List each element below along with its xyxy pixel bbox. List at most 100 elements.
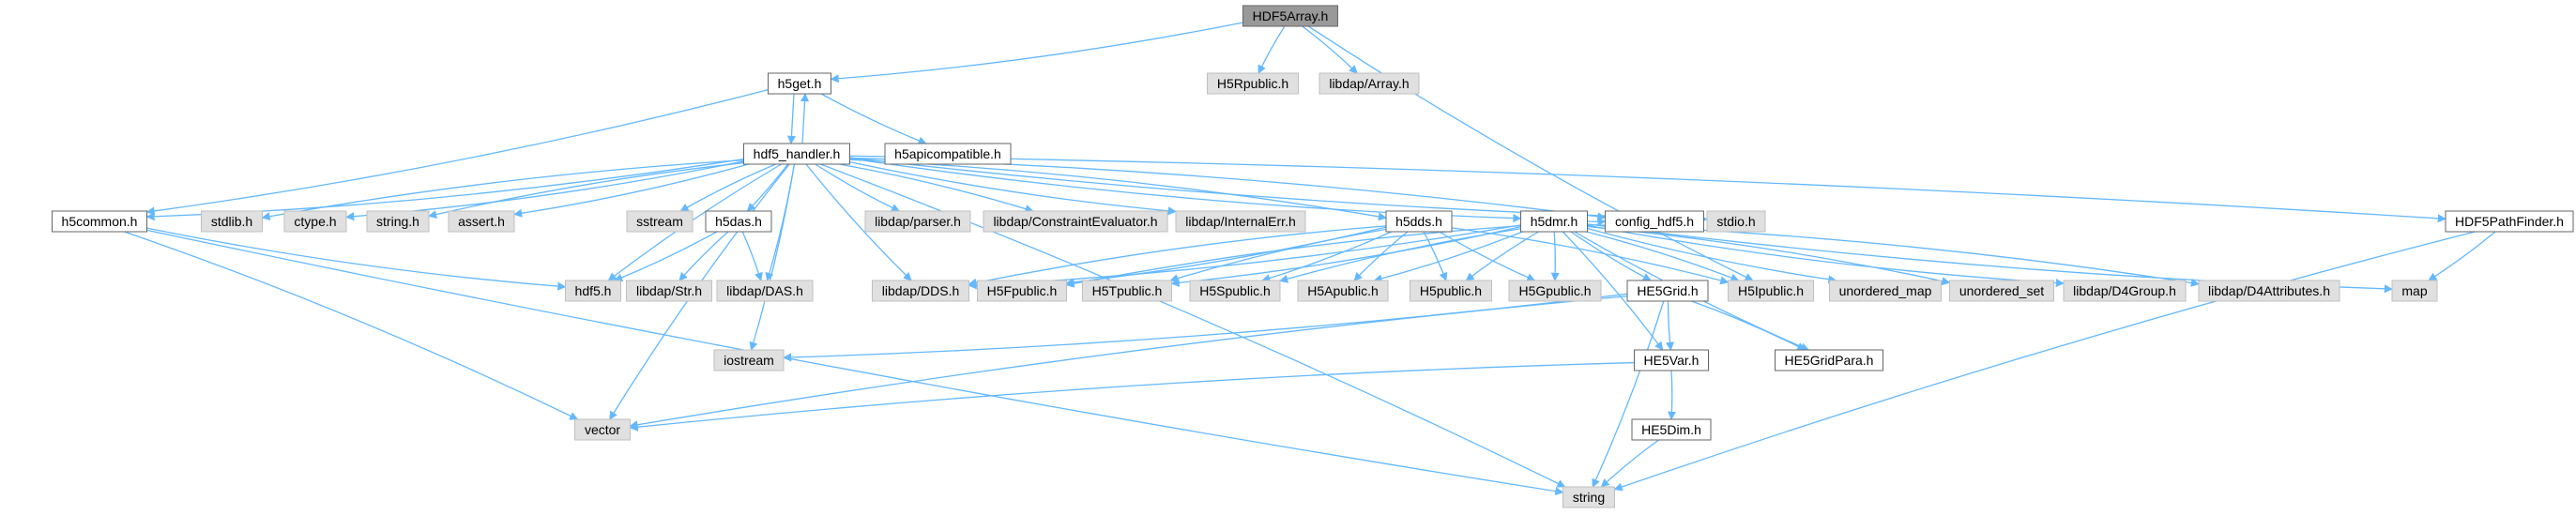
edge-he5grid-h-to-he5var-h	[1665, 300, 1674, 351]
node-box-h5spublic-h	[1189, 280, 1281, 302]
node-box-stdlib-h	[201, 210, 263, 233]
node-config-hdf5-h[interactable]: config_hdf5.h	[1605, 210, 1704, 233]
edge-h5common-h-to-string	[146, 229, 1564, 496]
node-label-hdf5-handler-h: hdf5_handler.h	[754, 146, 841, 161]
edge-hdf5-handler-h-to-h5das-h	[746, 163, 789, 212]
node-libdap-d4attributes-h: libdap/D4Attributes.h	[2198, 280, 2340, 302]
edge-hdf5-handler-h-to-h5dds-h	[849, 159, 1387, 221]
node-box-h5dds-h	[1385, 210, 1453, 233]
node-box-unordered-map	[1829, 280, 1942, 302]
node-label-hdf5pathfinder-h: HDF5PathFinder.h	[2455, 214, 2564, 229]
node-label-he5var-h: HE5Var.h	[1644, 353, 1700, 368]
node-box-h5tpublic-h	[1082, 280, 1172, 302]
node-vector: vector	[574, 418, 631, 441]
node-label-stdio-h: stdio.h	[1716, 214, 1755, 229]
node-label-assert-h: assert.h	[458, 214, 505, 229]
node-box-h5public-h	[1410, 280, 1492, 302]
edge-he5var-h-to-vector	[629, 361, 1635, 432]
edge-hdf5array-h-to-libdap-array-h	[1302, 25, 1358, 74]
node-unordered-map: unordered_map	[1829, 280, 1942, 302]
edge-he5dim-h-to-string	[1600, 439, 1659, 488]
edge-hdf5array-h-to-h5ipublic-h	[1307, 25, 1754, 281]
node-unordered-set: unordered_set	[1949, 280, 2054, 302]
node-label-libdap-d4group-h: libdap/D4Group.h	[2073, 283, 2176, 298]
node-libdap-parser-h: libdap/parser.h	[864, 210, 971, 233]
node-h5tpublic-h: H5Tpublic.h	[1082, 280, 1172, 302]
node-label-map: map	[2401, 283, 2427, 298]
edge-hdf5-handler-h-to-iostream	[749, 163, 796, 351]
edge-hdf5pathfinder-h-to-map	[2428, 231, 2496, 281]
node-box-sstream	[626, 210, 694, 233]
node-stdlib-h: stdlib.h	[201, 210, 263, 233]
node-h5das-h[interactable]: h5das.h	[705, 210, 772, 233]
node-h5spublic-h: H5Spublic.h	[1189, 280, 1281, 302]
node-box-hdf5pathfinder-h	[2445, 210, 2574, 233]
node-label-h5dmr-h: h5dmr.h	[1531, 214, 1578, 229]
node-box-he5dim-h	[1631, 418, 1712, 441]
node-label-he5gridpara-h: HE5GridPara.h	[1785, 353, 1874, 368]
node-label-h5fpublic-h: H5Fpublic.h	[987, 283, 1058, 298]
edge-h5dmr-h-to-h5spublic-h	[1279, 228, 1521, 283]
edge-h5common-h-to-vector	[124, 231, 579, 420]
edge-hdf5array-h-to-h5rpublic-h	[1258, 25, 1286, 74]
node-box-string	[1562, 486, 1615, 508]
edge-h5dmr-h-to-map	[1587, 223, 2393, 294]
node-box-h5dmr-h	[1520, 210, 1588, 233]
node-label-libdap-str-h: libdap/Str.h	[636, 283, 702, 298]
node-hdf5array-h[interactable]: HDF5Array.h	[1242, 5, 1338, 27]
node-string: string	[1562, 486, 1615, 508]
edge-h5das-h-to-hdf5-h	[614, 231, 718, 282]
node-h5gpublic-h: H5Gpublic.h	[1508, 280, 1602, 302]
node-box-vector	[574, 418, 631, 441]
node-label-string: string	[1573, 490, 1605, 505]
node-box-libdap-internalerr-h	[1175, 210, 1306, 233]
node-label-h5das-h: h5das.h	[715, 214, 762, 229]
node-box-libdap-array-h	[1318, 72, 1420, 95]
edge-h5dmr-h-to-h5tpublic-h	[1170, 226, 1521, 287]
edge-h5get-h-to-h5apicompatible-h	[820, 93, 927, 145]
node-hdf5-handler-h[interactable]: hdf5_handler.h	[743, 143, 850, 165]
node-box-hdf5array-h	[1242, 5, 1338, 27]
node-box-iostream	[713, 349, 785, 371]
node-he5grid-h[interactable]: HE5Grid.h	[1626, 280, 1709, 302]
node-label-unordered-map: unordered_map	[1839, 283, 1932, 298]
node-label-h5ipublic-h: H5Ipublic.h	[1738, 283, 1804, 298]
node-label-libdap-dds-h: libdap/DDS.h	[882, 283, 960, 298]
node-h5apicompatible-h[interactable]: h5apicompatible.h	[884, 143, 1012, 165]
node-h5dds-h[interactable]: h5dds.h	[1385, 210, 1453, 233]
node-box-assert-h	[448, 210, 515, 233]
node-he5dim-h[interactable]: HE5Dim.h	[1631, 418, 1712, 441]
edge-hdf5-handler-h-to-h5get-h	[800, 93, 810, 144]
node-assert-h: assert.h	[448, 210, 515, 233]
node-h5get-h[interactable]: h5get.h	[768, 72, 831, 95]
node-hdf5pathfinder-h[interactable]: HDF5PathFinder.h	[2445, 210, 2574, 233]
node-label-sstream: sstream	[636, 214, 683, 229]
edge-hdf5-handler-h-to-string-h	[428, 161, 744, 219]
edge-hdf5-handler-h-to-libdap-dds-h	[805, 163, 912, 281]
node-he5var-h[interactable]: HE5Var.h	[1634, 349, 1709, 371]
edge-he5grid-h-to-string	[1592, 300, 1665, 488]
edge-he5grid-h-to-iostream	[783, 293, 1628, 362]
node-libdap-internalerr-h: libdap/InternalErr.h	[1175, 210, 1306, 233]
node-h5dmr-h[interactable]: h5dmr.h	[1520, 210, 1588, 233]
node-libdap-das-h: libdap/DAS.h	[716, 280, 814, 302]
node-label-h5spublic-h: H5Spublic.h	[1199, 283, 1271, 298]
node-box-libdap-d4group-h	[2063, 280, 2187, 302]
node-h5ipublic-h: H5Ipublic.h	[1728, 280, 1814, 302]
edge-hdf5-handler-h-to-assert-h	[513, 163, 749, 218]
node-box-h5gpublic-h	[1508, 280, 1602, 302]
node-label-h5apicompatible-h: h5apicompatible.h	[894, 146, 1001, 161]
node-label-string-h: string.h	[376, 214, 419, 229]
node-he5gridpara-h[interactable]: HE5GridPara.h	[1775, 349, 1883, 371]
node-h5common-h[interactable]: h5common.h	[52, 210, 147, 233]
node-box-he5grid-h	[1626, 280, 1709, 302]
node-box-h5fpublic-h	[977, 280, 1067, 302]
node-label-he5dim-h: HE5Dim.h	[1641, 422, 1701, 437]
edge-he5var-h-to-he5dim-h	[1667, 370, 1677, 420]
node-box-libdap-constraintevaluator-h	[983, 210, 1168, 233]
node-label-vector: vector	[585, 422, 620, 437]
node-string-h: string.h	[366, 210, 430, 233]
edge-h5dmr-h-to-h5gpublic-h	[1550, 231, 1560, 281]
node-label-libdap-constraintevaluator-h: libdap/ConstraintEvaluator.h	[993, 214, 1157, 229]
node-libdap-d4group-h: libdap/D4Group.h	[2063, 280, 2187, 302]
